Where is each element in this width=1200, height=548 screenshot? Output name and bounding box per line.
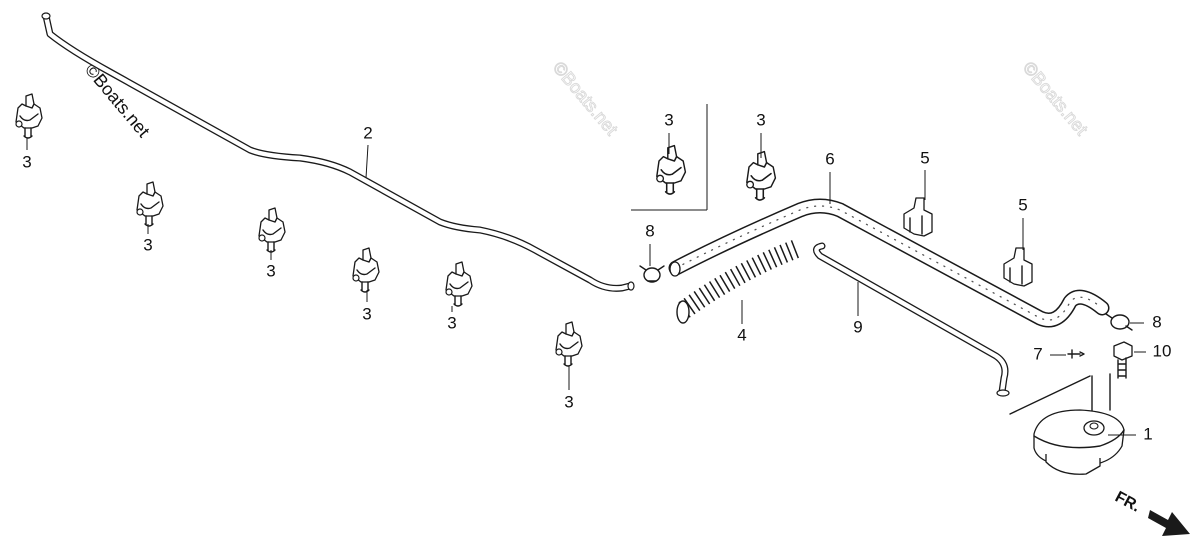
front-direction-label: FR. (1112, 489, 1143, 516)
hose-clamp-left (639, 265, 665, 283)
callout-breather-tube: 2 (363, 123, 372, 142)
callout-clamp-left: 8 (645, 221, 654, 240)
watermark-text-faint: ©Boats.net (549, 58, 622, 139)
front-arrow-icon (1148, 510, 1190, 536)
watermark-right: ©Boats.net (1018, 57, 1092, 139)
watermark-left: ©Boats.net (81, 60, 154, 141)
watermark-text-faint: ©Boats.net (1019, 58, 1092, 139)
callout-hose: 6 (825, 149, 834, 168)
clip-d (352, 247, 380, 293)
callout-clip-c: 3 (266, 261, 275, 280)
inset-frame (631, 104, 708, 211)
callout-clamp-right: 8 (1152, 312, 1161, 331)
callout-tube: 9 (853, 317, 862, 336)
clip-h (746, 150, 777, 201)
callout-protector: 4 (737, 325, 746, 344)
clip-c (258, 207, 286, 253)
clip-inset (656, 144, 687, 195)
watermark-center: ©Boats.net (548, 57, 622, 139)
callout-separator: 1 (1143, 424, 1152, 443)
callout-clip-e: 3 (447, 313, 456, 332)
clip-e (445, 261, 473, 307)
holder-a (903, 197, 933, 237)
callout-clip-f: 3 (564, 392, 573, 411)
callout-clip-inset: 3 (664, 110, 673, 129)
clip-f (555, 321, 583, 367)
clip-a (15, 93, 43, 139)
tube-part (813, 242, 1010, 397)
hose-clamp-right (1105, 313, 1133, 331)
callout-pin: 7 (1033, 344, 1042, 363)
pin-part (1067, 349, 1085, 359)
breather-tube-part (41, 12, 635, 292)
callout-clip-a: 3 (22, 152, 31, 171)
callout-clip-b: 3 (143, 235, 152, 254)
front-direction-indicator: FR. (1112, 489, 1190, 536)
separator-part (1009, 373, 1125, 475)
protector-part (674, 238, 808, 324)
clip-b (136, 181, 164, 227)
leader-2 (365, 144, 369, 179)
holder-b (1003, 247, 1033, 287)
callout-clip-h: 3 (756, 110, 765, 129)
callout-clip-d: 3 (362, 304, 371, 323)
bolt-part (1113, 341, 1133, 379)
callout-holder-a: 5 (920, 148, 929, 167)
callout-bolt: 10 (1153, 341, 1172, 360)
hose-part (668, 198, 1110, 328)
callout-holder-b: 5 (1018, 195, 1027, 214)
watermark-text: ©Boats.net (81, 60, 154, 141)
